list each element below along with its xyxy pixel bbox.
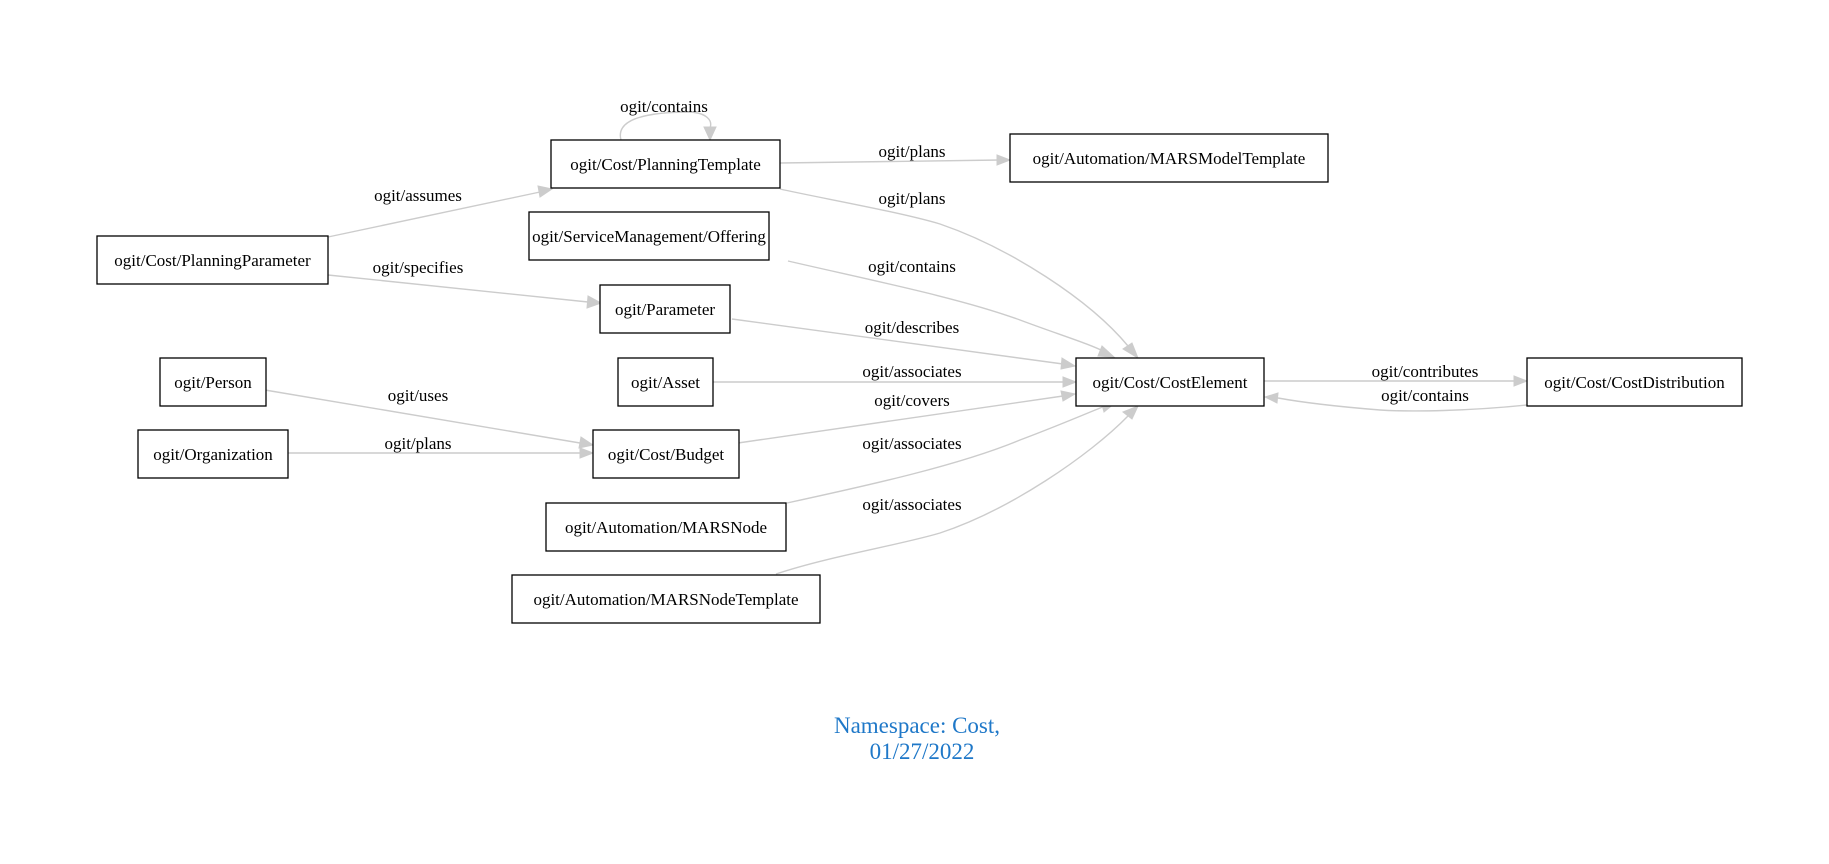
node-asset: ogit/Asset (617, 357, 714, 407)
edge-label: ogit/contributes (1372, 362, 1479, 381)
edge-asset-associates-ce: ogit/associates (713, 362, 1078, 388)
node-label: ogit/Cost/PlanningParameter (114, 251, 311, 270)
node-parameter: ogit/Parameter (599, 284, 731, 334)
edge-label: ogit/contains (620, 97, 708, 116)
edge-label: ogit/plans (384, 434, 451, 453)
node-budget: ogit/Cost/Budget (592, 429, 740, 479)
node-label: ogit/Person (174, 373, 252, 392)
node-label: ogit/Organization (153, 445, 273, 464)
edge-person-uses-budget: ogit/uses (264, 386, 595, 449)
caption-line-2: 01/27/2022 (870, 739, 975, 764)
edge-label: ogit/associates (862, 362, 961, 381)
edge-pt-contains-pt: ogit/contains (619, 97, 717, 142)
node-label: ogit/Cost/CostDistribution (1544, 373, 1725, 392)
node-cost-distribution: ogit/Cost/CostDistribution (1526, 357, 1743, 407)
edge-label: ogit/uses (388, 386, 448, 405)
edge-mn-associates-ce: ogit/associates (786, 400, 1117, 504)
node-label: ogit/Automation/MARSNode (565, 518, 767, 537)
node-cost-element: ogit/Cost/CostElement (1075, 357, 1265, 407)
edge-off-contains-ce: ogit/contains (787, 257, 1116, 358)
edge-mnt-associates-ce: ogit/associates (775, 405, 1139, 575)
edge-ce-contributes-cd: ogit/contributes (1264, 362, 1529, 387)
edge-org-plans-budget: ogit/plans (287, 434, 595, 459)
edge-label: ogit/associates (862, 495, 961, 514)
diagram-caption: Namespace: Cost, 01/27/2022 (834, 713, 1000, 764)
node-mars-node-template: ogit/Automation/MARSNodeTemplate (511, 574, 821, 624)
node-label: ogit/Asset (631, 373, 700, 392)
node-mars-model-template: ogit/Automation/MARSModelTemplate (1009, 133, 1329, 183)
node-label: ogit/Cost/Budget (608, 445, 724, 464)
edge-pt-plans-mmt: ogit/plans (779, 142, 1012, 166)
edge-pp-assumes-pt: ogit/assumes (327, 185, 554, 238)
node-mars-node: ogit/Automation/MARSNode (545, 502, 787, 552)
edge-pp-specifies-param: ogit/specifies (327, 258, 603, 309)
edge-label: ogit/contains (1381, 386, 1469, 405)
node-label: ogit/ServiceManagement/Offering (532, 227, 766, 246)
node-planning-parameter: ogit/Cost/PlanningParameter (96, 235, 329, 285)
node-person: ogit/Person (159, 357, 267, 407)
edge-label: ogit/covers (874, 391, 950, 410)
edge-budget-covers-ce: ogit/covers (737, 390, 1077, 444)
edge-label: ogit/plans (878, 142, 945, 161)
node-organization: ogit/Organization (137, 429, 289, 479)
edge-label: ogit/assumes (374, 186, 462, 205)
edge-label: ogit/contains (868, 257, 956, 276)
node-label: ogit/Cost/PlanningTemplate (570, 155, 761, 174)
node-label: ogit/Automation/MARSNodeTemplate (533, 590, 798, 609)
edge-label: ogit/associates (862, 434, 961, 453)
edge-param-describes-ce: ogit/describes (731, 318, 1077, 370)
edge-label: ogit/specifies (373, 258, 464, 277)
node-label: ogit/Automation/MARSModelTemplate (1033, 149, 1306, 168)
node-label: ogit/Cost/CostElement (1093, 373, 1248, 392)
node-label: ogit/Parameter (615, 300, 715, 319)
edge-label: ogit/describes (865, 318, 959, 337)
caption-line-1: Namespace: Cost, (834, 713, 1000, 738)
edge-label: ogit/plans (878, 189, 945, 208)
node-planning-template: ogit/Cost/PlanningTemplate (550, 139, 781, 189)
edge-pt-plans-ce: ogit/plans (779, 188, 1140, 360)
node-offering: ogit/ServiceManagement/Offering (528, 211, 770, 261)
edge-cd-contains-ce: ogit/contains (1263, 386, 1528, 412)
